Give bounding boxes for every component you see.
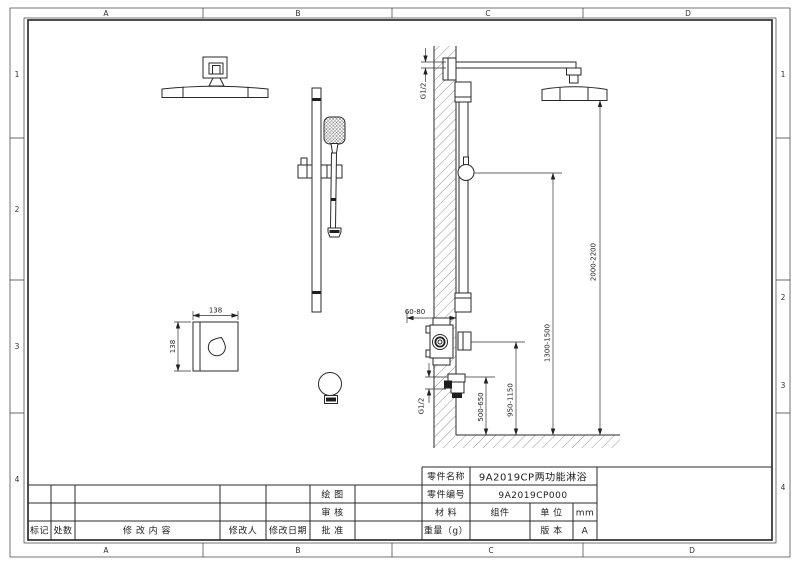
- control-knob: [207, 336, 226, 357]
- version-value: A: [582, 527, 589, 537]
- diverter-knob: [318, 372, 342, 396]
- zone-left-2: 2: [15, 205, 20, 214]
- approve-label: 批 准: [321, 525, 343, 537]
- weight-label: 重量（g）: [424, 525, 468, 537]
- zone-top-a: A: [103, 9, 109, 18]
- slider-lock-knob: [463, 156, 469, 166]
- arm-connector-nut: [566, 67, 582, 76]
- valve-knob: [457, 331, 472, 351]
- material-value: 组件: [490, 507, 509, 519]
- arm-wall-flange: [442, 57, 457, 81]
- slider-holder-side: [457, 164, 475, 181]
- inlet-body: [450, 381, 465, 394]
- floor-hatch: [434, 435, 620, 448]
- slide-bar: [311, 87, 322, 313]
- bar-bracket-top: [454, 81, 472, 103]
- part-name-label: 零件名称: [427, 471, 465, 483]
- shower-arm: [455, 61, 577, 69]
- wall-slide-bar: [458, 101, 469, 294]
- installation-dimensions: G1/2 60-80 G1/2 500-650 950-1150 1300-15…: [405, 48, 603, 436]
- unit-label: 单 位: [540, 507, 562, 519]
- view-overhead-shower-side: [161, 56, 269, 98]
- revision-modifier-label: 修改人: [229, 525, 258, 537]
- part-code-label: 零件编号: [427, 489, 465, 501]
- zone-top-c: C: [485, 9, 490, 18]
- zone-bottom-b: B: [295, 546, 300, 555]
- hand-shower-face: [323, 116, 346, 145]
- zone-right-1: 1: [781, 70, 786, 79]
- zone-top-b: B: [295, 9, 300, 18]
- revision-content-label: 修 改 内 容: [123, 525, 171, 537]
- view-control-plate: 138 138: [169, 307, 239, 372]
- view-hand-shower-slide-bar: [297, 87, 346, 313]
- sheet-frame: A B C D A B C D 1 2 3 4 1 2 3 4: [9, 7, 791, 558]
- hand-shower-neck: [330, 143, 339, 154]
- zone-right-4: 4: [781, 483, 786, 492]
- zone-bottom-d: D: [689, 546, 695, 555]
- shower-head-slab: [161, 85, 269, 98]
- hand-shower-handle: [329, 152, 338, 229]
- bracket-stem: [208, 77, 225, 87]
- view-installation: [425, 46, 620, 448]
- version-label: 版 本: [540, 525, 562, 537]
- revision-table: 标记 处数 修 改 内 容 修改人 修改日期 绘 图 审 核 批 准: [28, 484, 597, 540]
- dim-valve-height: 950-1150: [507, 383, 515, 417]
- bar-bracket-bottom: [454, 292, 472, 313]
- overhead-shower-head: [541, 86, 608, 101]
- zone-right-2: 2: [781, 293, 786, 302]
- revision-date-label: 修改日期: [269, 525, 307, 537]
- unit-value: mm: [576, 509, 595, 519]
- slider-holder-left: [297, 164, 313, 179]
- dim-plate-height: 138: [169, 340, 177, 353]
- revision-count-label: 处数: [53, 525, 72, 537]
- part-code-value: 9A2019CP000: [498, 491, 567, 501]
- zone-left-4: 4: [15, 475, 20, 484]
- zone-bottom-c: C: [488, 546, 493, 555]
- zone-left-1: 1: [15, 70, 20, 79]
- dim-plate-width: 138: [209, 307, 222, 315]
- zone-bottom-a: A: [103, 546, 109, 555]
- dim-inlet-height: 500-650: [477, 392, 485, 421]
- dim-arm-thread: G1/2: [420, 83, 428, 100]
- part-name-value: 9A2019CP两功能淋浴: [479, 471, 587, 484]
- zone-right-3: 3: [781, 381, 786, 390]
- holder-knob: [300, 157, 308, 166]
- dim-inlet-thread: G1/2: [418, 398, 426, 415]
- dim-slider-height: 1300-1500: [544, 324, 552, 362]
- dim-valve-depth: 60-80: [405, 308, 425, 316]
- dim-head-height: 2000-2200: [590, 243, 598, 281]
- material-label: 材 料: [435, 507, 457, 519]
- zone-left-3: 3: [15, 342, 20, 351]
- draw-label: 绘 图: [321, 489, 343, 501]
- revision-mark-label: 标记: [30, 525, 49, 537]
- view-diverter-knob: [318, 372, 342, 404]
- zone-top-d: D: [685, 9, 691, 18]
- title-block: 零件名称 9A2019CP两功能淋浴 零件编号 9A2019CP000 材 料 …: [421, 466, 772, 540]
- check-label: 审 核: [321, 507, 343, 519]
